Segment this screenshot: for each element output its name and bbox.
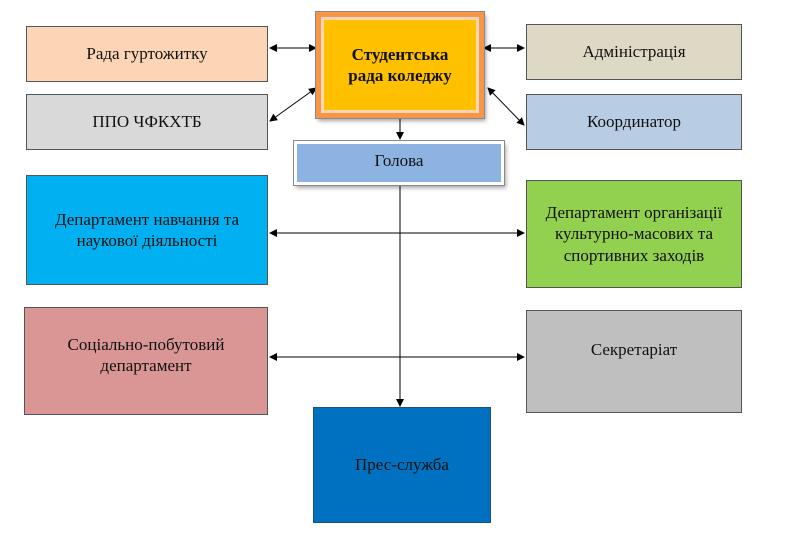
node-holova: Голова: [293, 140, 505, 186]
edge-koordynator: [487, 87, 525, 126]
node-ppo: ППО ЧФКХТБ: [26, 94, 268, 150]
node-sekretariat: Секретаріат: [526, 310, 742, 413]
node-label: Адміністрація: [582, 42, 686, 62]
node-rada-hurtozhytku: Рада гуртожитку: [26, 26, 268, 82]
node-label: Секретаріат: [590, 340, 678, 359]
node-pres-sluzhba: Прес-служба: [313, 407, 491, 523]
node-label: Студентська рада коледжу: [348, 44, 452, 85]
node-label: Прес-служба: [355, 455, 449, 475]
node-label: Координатор: [587, 112, 681, 132]
node-label: Соціально-побутовий департамент: [67, 335, 225, 376]
node-studentska-rada: Студентська рада коледжу: [315, 11, 485, 119]
node-label: Рада гуртожитку: [86, 44, 208, 64]
edge-ppo: [269, 87, 317, 122]
node-dep-kulturno: Департамент організації культурно-масови…: [526, 180, 742, 288]
node-label: Голова: [374, 151, 424, 170]
node-label: Департамент організації культурно-масови…: [545, 203, 723, 265]
node-administratsiia: Адміністрація: [526, 24, 742, 80]
node-koordynator: Координатор: [526, 94, 742, 150]
node-label: ППО ЧФКХТБ: [92, 112, 202, 132]
node-dep-navchannia: Департамент навчання та наукової діяльно…: [26, 175, 268, 285]
node-dep-sotsialno: Соціально-побутовий департамент: [24, 307, 268, 415]
node-label: Департамент навчання та наукової діяльно…: [54, 209, 240, 250]
